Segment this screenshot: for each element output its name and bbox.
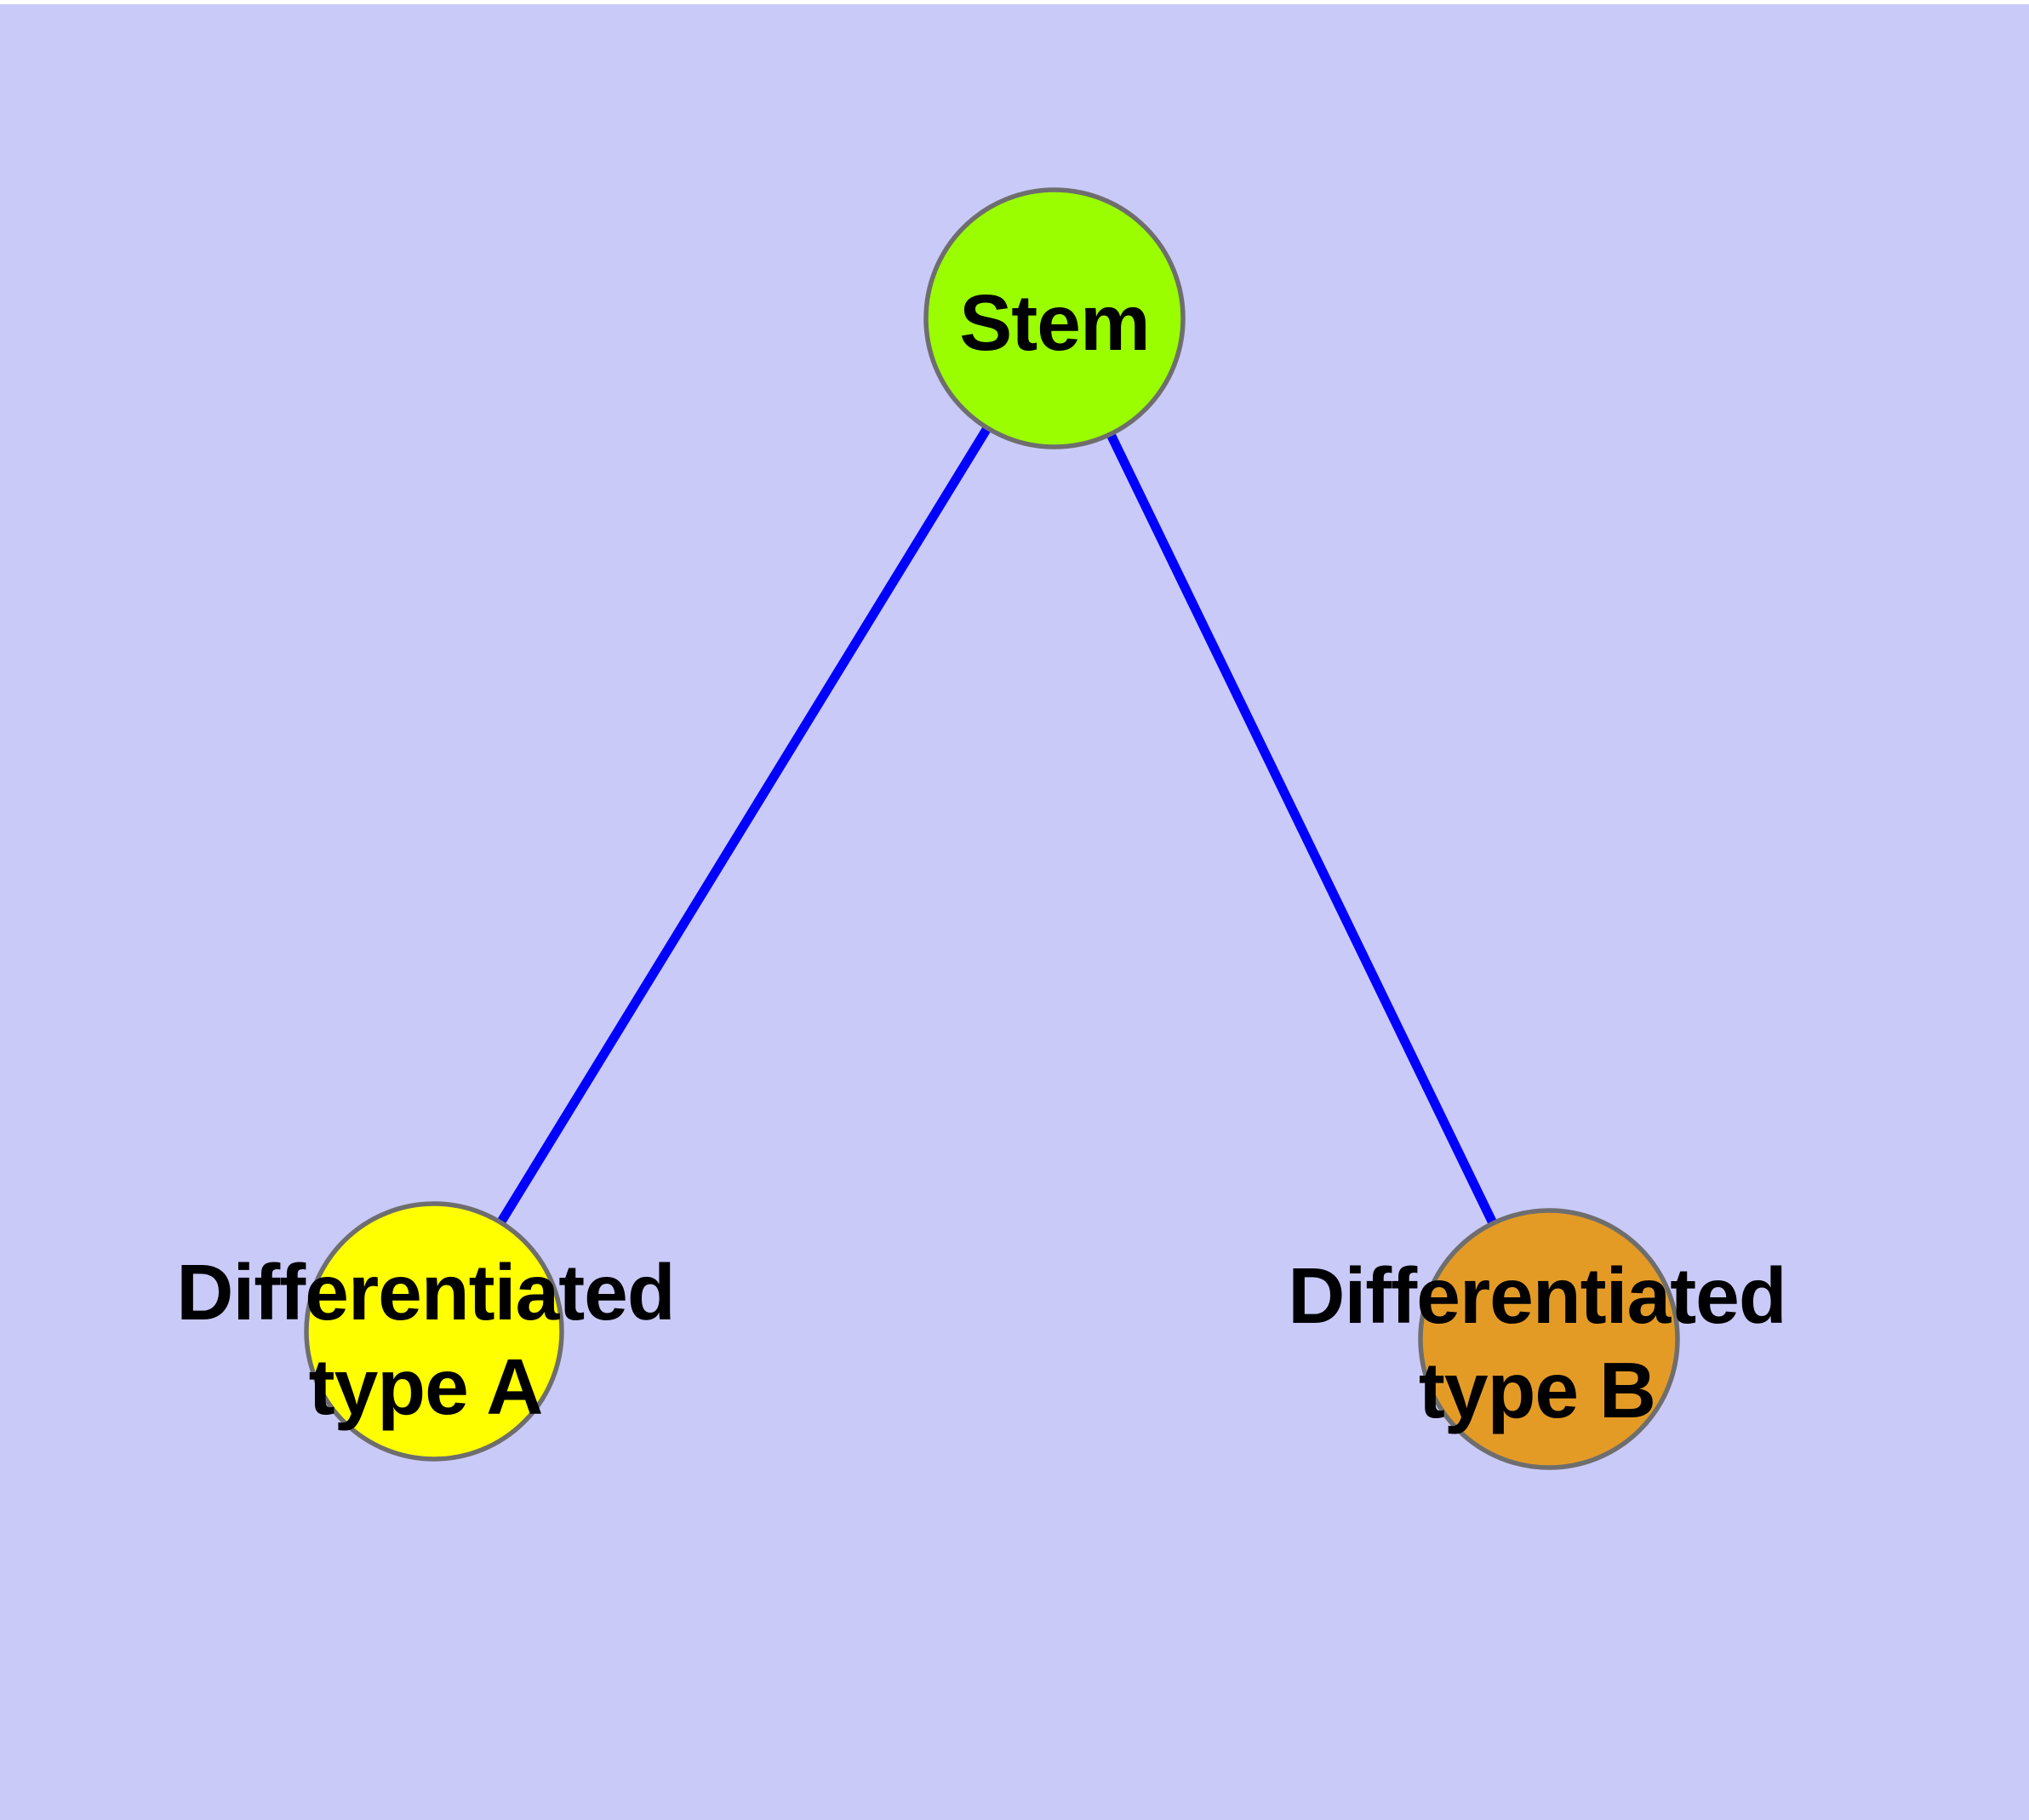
node-type-a-circle <box>304 1201 564 1462</box>
edge-stem-to-type-b <box>1050 316 1553 1342</box>
node-type-a-label-line2: type A <box>309 1342 543 1431</box>
window-top-edge <box>0 0 2029 4</box>
node-type-b-label-line1: Differentiated <box>1288 1251 1786 1340</box>
edge-stem-to-type-a <box>430 316 1059 1334</box>
node-type-b-label-line2: type B <box>1419 1346 1655 1434</box>
node-stem-circle <box>923 187 1186 449</box>
node-stem-label: Stem <box>959 278 1149 367</box>
node-type-b-circle <box>1418 1208 1680 1470</box>
node-type-a-label-line1: Differentiated <box>176 1248 674 1336</box>
